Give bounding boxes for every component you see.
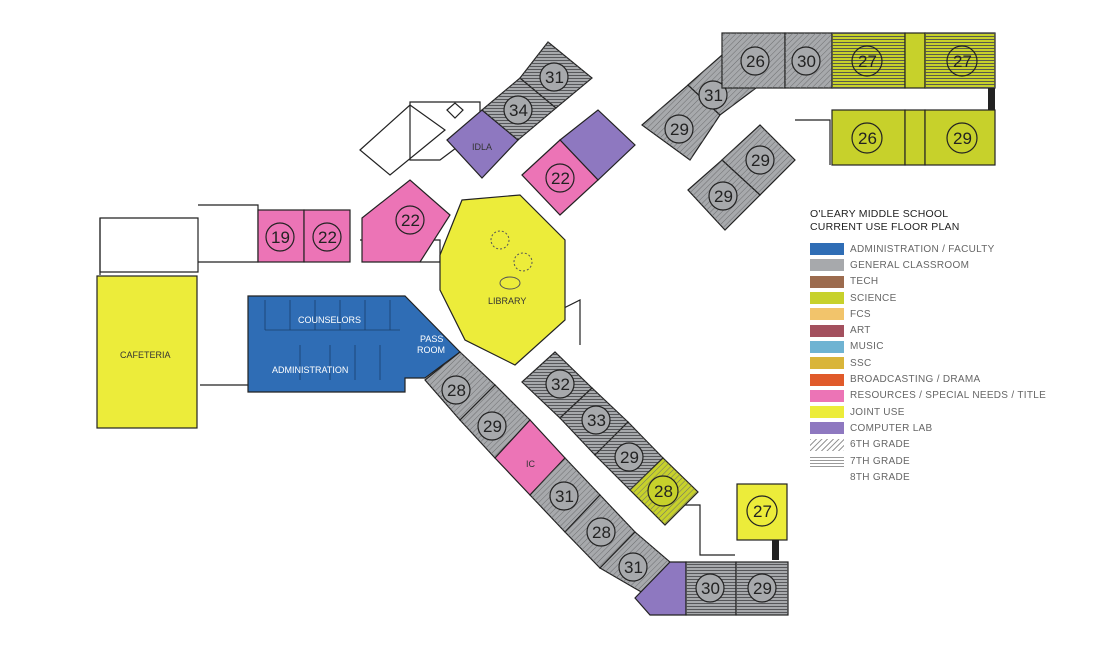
library-area bbox=[439, 194, 566, 366]
legend-item: COMPUTER LAB bbox=[810, 420, 1046, 436]
legend-item: RESOURCES / SPECIAL NEEDS / TITLE bbox=[810, 388, 1046, 404]
legend-swatch bbox=[810, 259, 844, 272]
legend-label: 6TH GRADE bbox=[850, 439, 910, 451]
legend-label: SSC bbox=[850, 357, 872, 369]
legend-item: ART bbox=[810, 322, 1046, 338]
ne-wing: 29 31 26 30 27 27 26 29 29 bbox=[641, 32, 996, 231]
legend-swatch bbox=[810, 275, 844, 288]
legend-label: JOINT USE bbox=[850, 406, 905, 418]
room-31-b-number: 31 bbox=[624, 558, 643, 577]
legend-item: GENERAL CLASSROOM bbox=[810, 257, 1046, 273]
legend-swatch bbox=[810, 357, 844, 370]
legend-item: TECH bbox=[810, 274, 1046, 290]
legend-label: RESOURCES / SPECIAL NEEDS / TITLE bbox=[850, 390, 1047, 402]
room-19-number: 19 bbox=[271, 228, 290, 247]
room-26-sci-number: 26 bbox=[858, 129, 877, 148]
room-31-top-number: 31 bbox=[545, 68, 564, 87]
legend-label: COMPUTER LAB bbox=[850, 422, 933, 434]
room-29-ne-number: 29 bbox=[670, 120, 689, 139]
room-29-sci-number: 29 bbox=[953, 129, 972, 148]
legend-title-line2: CURRENT USE FLOOR PLAN bbox=[810, 221, 960, 233]
room-22-ne-area bbox=[521, 139, 599, 216]
legend-swatch bbox=[810, 292, 844, 305]
pass-room-label-2: ROOM bbox=[417, 345, 445, 355]
counselors-label: COUNSELORS bbox=[298, 315, 361, 325]
se-wing-west: 28 29 IC 31 28 31 30 29 bbox=[424, 351, 789, 616]
room-29-ne2-number: 29 bbox=[751, 151, 770, 170]
legend-item: SCIENCE bbox=[810, 290, 1046, 306]
legend-swatch bbox=[810, 373, 844, 386]
legend-label: 8TH GRADE bbox=[850, 471, 910, 483]
ic-label: IC bbox=[526, 459, 536, 469]
legend-item: MUSIC bbox=[810, 339, 1046, 355]
legend-swatch bbox=[810, 340, 844, 353]
legend-label: TECH bbox=[850, 276, 879, 288]
room-29-a-number: 29 bbox=[483, 417, 502, 436]
building-outline bbox=[99, 101, 831, 556]
legend-label: BROADCASTING / DRAMA bbox=[850, 374, 981, 386]
legend-swatch bbox=[810, 243, 844, 256]
legend-swatch bbox=[810, 455, 844, 467]
room-29-b-number: 29 bbox=[620, 448, 639, 467]
room-22-mid-area bbox=[361, 179, 451, 263]
administration-area bbox=[247, 295, 461, 393]
legend-title-line1: O'LEARY MIDDLE SCHOOL bbox=[810, 208, 949, 220]
legend-item: JOINT USE bbox=[810, 404, 1046, 420]
room-29-bot-number: 29 bbox=[753, 579, 772, 598]
legend-title: O'LEARY MIDDLE SCHOOL CURRENT USE FLOOR … bbox=[810, 208, 959, 234]
legend-item: FCS bbox=[810, 306, 1046, 322]
room-22-left-number: 22 bbox=[318, 228, 337, 247]
room-28-a-number: 28 bbox=[447, 381, 466, 400]
cafeteria-area bbox=[96, 275, 198, 429]
legend-item: 6TH GRADE bbox=[810, 437, 1046, 453]
legend-swatch bbox=[810, 389, 844, 402]
legend-item: ADMINISTRATION / FACULTY bbox=[810, 241, 1046, 257]
legend-label: MUSIC bbox=[850, 341, 884, 353]
legend-label: 7TH GRADE bbox=[850, 455, 910, 467]
room-32-number: 32 bbox=[551, 375, 570, 394]
room-22-mid-number: 22 bbox=[401, 211, 420, 230]
legend: ADMINISTRATION / FACULTY GENERAL CLASSROO… bbox=[810, 241, 1046, 485]
legend-item: BROADCASTING / DRAMA bbox=[810, 371, 1046, 387]
legend-swatch bbox=[810, 324, 844, 337]
library-label: LIBRARY bbox=[488, 296, 526, 306]
room-26-top-number: 26 bbox=[746, 52, 765, 71]
room-34-number: 34 bbox=[509, 101, 528, 120]
room-22-left-area bbox=[303, 209, 351, 263]
legend-label: GENERAL CLASSROOM bbox=[850, 259, 970, 271]
legend-item: 8TH GRADE bbox=[810, 469, 1046, 485]
room-33-number: 33 bbox=[587, 411, 606, 430]
legend-swatch bbox=[810, 422, 844, 435]
room-27-sci-number: 27 bbox=[753, 502, 772, 521]
legend-label: ART bbox=[850, 325, 871, 337]
legend-item: SSC bbox=[810, 355, 1046, 371]
legend-label: SCIENCE bbox=[850, 292, 897, 304]
room-27-top-b-number: 27 bbox=[953, 52, 972, 71]
legend-label: FCS bbox=[850, 308, 871, 320]
room-29-ne3-number: 29 bbox=[714, 187, 733, 206]
legend-label: ADMINISTRATION / FACULTY bbox=[850, 243, 995, 255]
legend-swatch bbox=[810, 406, 844, 419]
se-wing-east: 32 33 29 28 27 bbox=[521, 351, 788, 560]
administration-label: ADMINISTRATION bbox=[272, 365, 348, 375]
idla-label: IDLA bbox=[472, 142, 492, 152]
room-31-a-number: 31 bbox=[555, 487, 574, 506]
room-27-top-a-number: 27 bbox=[858, 52, 877, 71]
cafeteria-label: CAFETERIA bbox=[120, 350, 171, 360]
legend-swatch bbox=[810, 438, 844, 451]
room-30-bot-number: 30 bbox=[701, 579, 720, 598]
legend-swatch bbox=[810, 308, 844, 321]
pass-room-label-1: PASS bbox=[420, 334, 443, 344]
legend-swatch bbox=[810, 471, 844, 484]
room-22-ne-number: 22 bbox=[551, 169, 570, 188]
room-28-sci-number: 28 bbox=[654, 482, 673, 501]
room-30-top-number: 30 bbox=[797, 52, 816, 71]
legend-item: 7TH GRADE bbox=[810, 453, 1046, 469]
room-31-ne-number: 31 bbox=[704, 86, 723, 105]
room-28-b-number: 28 bbox=[592, 523, 611, 542]
